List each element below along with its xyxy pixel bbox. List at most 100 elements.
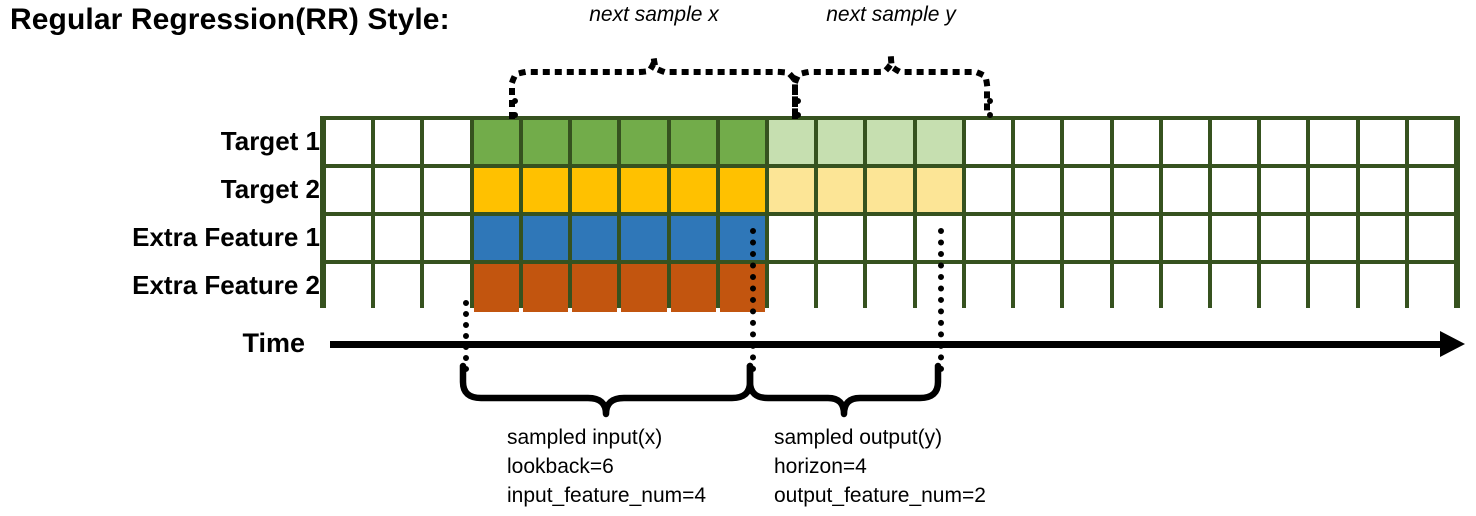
bottom-brace-sampled-output: [746, 362, 942, 418]
row-label-target-2: Target 2: [220, 174, 320, 204]
row-label-extra-feature-1: Extra Feature 1: [132, 222, 320, 252]
grid-cell-empty: [867, 216, 913, 260]
grid-cell-empty: [1113, 264, 1159, 312]
grid-cell-input: [670, 120, 716, 164]
row-label-target-1: Target 1: [220, 126, 320, 156]
grid-cell-input: [670, 216, 716, 260]
grid-cell-input: [719, 120, 765, 164]
grid-cell-empty: [1211, 216, 1258, 260]
row-label-extra-feature-2: Extra Feature 2: [132, 270, 320, 300]
annotation-sampled-output-line3: output_feature_num=2: [774, 484, 986, 507]
grid-cell-input: [473, 168, 519, 212]
grid-cell-empty: [1064, 168, 1110, 212]
grid-cell-empty: [1408, 216, 1455, 260]
timeline-row: [324, 120, 1456, 168]
grid-cell-empty: [1211, 120, 1258, 164]
annotation-next-sample-y: next sample y: [826, 3, 956, 26]
annotation-sampled-input: sampled input(x) lookback=6 input_featur…: [507, 423, 706, 510]
grid-cell-empty: [424, 120, 470, 164]
grid-cell-input: [572, 216, 618, 260]
grid-cell-input: [572, 120, 618, 164]
annotation-sampled-output-line1: sampled output(y): [774, 426, 943, 449]
grid-cell-empty: [1113, 216, 1159, 260]
grid-cell-empty: [1408, 120, 1455, 164]
grid-cell-empty: [375, 216, 421, 260]
timeline-row: [324, 264, 1456, 312]
grid-cell-empty: [1261, 120, 1307, 164]
grid-cell-empty: [768, 216, 815, 260]
grid-cell-empty: [1015, 264, 1061, 312]
grid-cell-empty: [326, 216, 372, 260]
grid-cell-input: [572, 264, 618, 312]
grid-cell-empty: [1064, 216, 1110, 260]
annotation-next-sample-x: next sample x: [589, 3, 719, 26]
time-axis-label: Time: [242, 328, 305, 358]
grid-cell-input: [621, 264, 667, 312]
grid-cell-empty: [375, 168, 421, 212]
grid-cell-empty: [1359, 216, 1405, 260]
grid-cell-input: [719, 168, 765, 212]
timeline-row: [324, 168, 1456, 216]
grid-cell-output: [867, 168, 913, 212]
grid-cell-empty: [1310, 168, 1356, 212]
grid-cell-empty: [1162, 120, 1208, 164]
grid-cell-empty: [326, 168, 372, 212]
grid-cell-empty: [1310, 216, 1356, 260]
grid-cell-input: [522, 168, 569, 212]
grid-cell-input: [572, 168, 618, 212]
grid-cell-empty: [326, 264, 372, 312]
time-axis-line: [330, 341, 1455, 348]
grid-cell-output: [916, 168, 962, 212]
grid-cell-empty: [424, 216, 470, 260]
grid-cell-output: [818, 168, 864, 212]
bottom-brace-sampled-input: [459, 362, 754, 418]
grid-cell-empty: [1408, 168, 1455, 212]
grid-cell-empty: [1359, 264, 1405, 312]
guide-line-input-end: [750, 228, 756, 372]
grid-cell-empty: [965, 264, 1012, 312]
grid-cell-input: [522, 264, 569, 312]
grid-cell-output: [916, 120, 962, 164]
grid-cell-empty: [1261, 168, 1307, 212]
timeline-row: [324, 216, 1456, 264]
grid-cell-empty: [965, 120, 1012, 164]
grid-cell-empty: [1015, 216, 1061, 260]
grid-cell-empty: [326, 120, 372, 164]
grid-cell-input: [473, 216, 519, 260]
annotation-sampled-input-line2: lookback=6: [507, 455, 614, 478]
top-brace-next-sample-y: [792, 57, 990, 119]
grid-cell-output: [768, 168, 815, 212]
grid-cell-empty: [375, 120, 421, 164]
grid-cell-empty: [1162, 264, 1208, 312]
guide-line-next-y-end: [987, 98, 993, 118]
grid-cell-empty: [768, 264, 815, 312]
grid-cell-empty: [1359, 120, 1405, 164]
grid-cell-empty: [1310, 264, 1356, 312]
timeline-grid: [320, 116, 1460, 312]
grid-cell-input: [522, 120, 569, 164]
grid-cell-empty: [424, 264, 470, 312]
grid-cell-empty: [818, 216, 864, 260]
grid-cell-empty: [965, 168, 1012, 212]
grid-cell-empty: [1015, 168, 1061, 212]
grid-cell-empty: [1261, 264, 1307, 312]
grid-cell-empty: [1064, 264, 1110, 312]
grid-cell-input: [621, 216, 667, 260]
page-title: Regular Regression(RR) Style:: [10, 3, 450, 36]
grid-cell-input: [621, 168, 667, 212]
grid-cell-empty: [1310, 120, 1356, 164]
grid-cell-input: [670, 264, 716, 312]
grid-cell-empty: [965, 216, 1012, 260]
grid-cell-empty: [1211, 168, 1258, 212]
grid-cell-input: [719, 264, 765, 312]
grid-cell-input: [621, 120, 667, 164]
grid-cell-empty: [1015, 120, 1061, 164]
annotation-sampled-input-line3: input_feature_num=4: [507, 484, 707, 507]
grid-cell-output: [768, 120, 815, 164]
grid-cell-empty: [1162, 216, 1208, 260]
grid-cell-input: [473, 120, 519, 164]
annotation-sampled-output-line2: horizon=4: [774, 455, 867, 478]
annotation-sampled-output: sampled output(y) horizon=4 output_featu…: [774, 423, 986, 510]
guide-line-input-start: [463, 300, 469, 372]
grid-cell-input: [719, 216, 765, 260]
